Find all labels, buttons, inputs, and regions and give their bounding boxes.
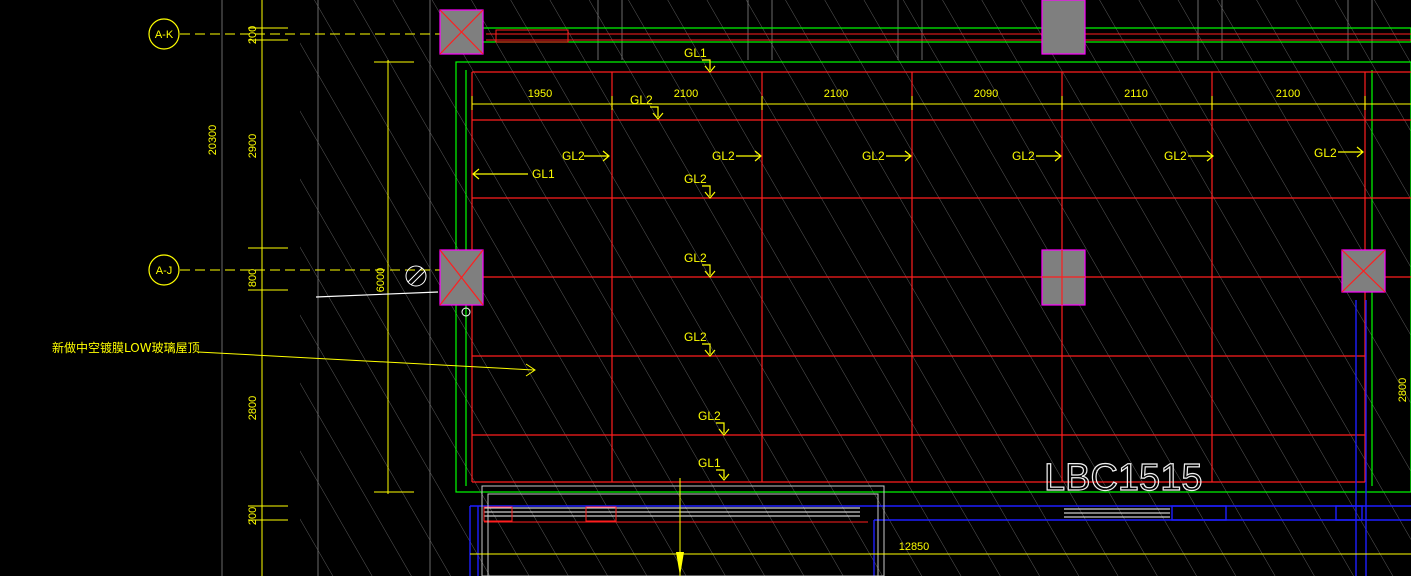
- column-ak-mid: [1041, 0, 1086, 55]
- hdim-6: 2100: [1276, 88, 1300, 100]
- column-ak-left: [439, 9, 484, 55]
- axis-label-ak: A-K: [155, 29, 174, 41]
- section-marker: [315, 265, 471, 317]
- svg-text:GL1: GL1: [698, 456, 721, 470]
- gl2-top: GL2: [630, 93, 664, 120]
- gl2-mid-3: GL2: [684, 330, 716, 357]
- gl2-mid-2: GL2: [684, 251, 716, 278]
- gl2-row-2: GL2: [712, 149, 762, 163]
- dim-2800: 2800: [247, 396, 259, 420]
- svg-text:GL2: GL2: [562, 149, 585, 163]
- roof-note-text: 新做中空镀膜LOW玻璃屋顶: [52, 340, 200, 355]
- dim-200-bottom: 200: [247, 507, 259, 525]
- svg-text:GL2: GL2: [1164, 149, 1187, 163]
- gl2-row-3: GL2: [862, 149, 912, 163]
- gl2-mid-4: GL2: [698, 409, 730, 436]
- dim-200-top: 200: [247, 26, 259, 44]
- svg-text:GL2: GL2: [630, 93, 653, 107]
- dim-800: 800: [247, 269, 259, 287]
- axis-label-aj: A-J: [156, 265, 173, 277]
- bottom-dimension: [470, 478, 1411, 576]
- svg-text:GL2: GL2: [684, 172, 707, 186]
- gl1-bottom: GL1: [698, 456, 730, 481]
- hdim-5: 2110: [1124, 88, 1148, 100]
- column-aj-right: [1341, 249, 1386, 293]
- horizontal-dim-labels: 1950 2100 2100 2090 2110 2100: [528, 88, 1300, 100]
- hdim-3: 2100: [824, 88, 848, 100]
- gl2-row-5: GL2: [1164, 149, 1214, 163]
- bottom-red-frames: [483, 506, 868, 523]
- svg-text:GL2: GL2: [684, 251, 707, 265]
- gl2-row-4: GL2: [1012, 149, 1062, 163]
- hdim-4: 2090: [974, 88, 998, 100]
- vertical-dim-labels: 200 20300 2900 800 6000 2800 200 2800: [207, 26, 1409, 525]
- gl2-row-1: GL2: [562, 149, 610, 163]
- hdim-1: 1950: [528, 88, 552, 100]
- gl2-mid-1: GL2: [684, 172, 716, 199]
- column-aj-mid: [1041, 249, 1086, 306]
- vertical-dimension-lines: [248, 0, 414, 576]
- columns: [439, 0, 1386, 306]
- axis-bubble-aj: A-J: [148, 254, 440, 286]
- axis-bubble-ak: A-K: [148, 18, 440, 50]
- window-tag: LBC1515: [1044, 457, 1202, 499]
- reference-lines: [221, 0, 1373, 576]
- hdim-2: 2100: [674, 88, 698, 100]
- roof-note: 新做中空镀膜LOW玻璃屋顶: [52, 340, 536, 377]
- bottom-window-band: [484, 507, 1170, 518]
- gl1-left: GL1: [472, 167, 555, 181]
- svg-text:GL2: GL2: [684, 330, 707, 344]
- gl2-row-6: GL2: [1314, 146, 1364, 160]
- svg-text:GL2: GL2: [698, 409, 721, 423]
- svg-text:GL2: GL2: [1012, 149, 1035, 163]
- red-grid: [471, 71, 1411, 483]
- bottom-white-frame: [481, 485, 885, 576]
- svg-text:GL1: GL1: [532, 167, 555, 181]
- dim-20300: 20300: [207, 125, 219, 156]
- dim-2900: 2900: [247, 134, 259, 158]
- dim-12850: 12850: [899, 541, 930, 553]
- svg-text:GL2: GL2: [862, 149, 885, 163]
- dim-2800-right: 2800: [1397, 378, 1409, 402]
- gl1-top: GL1: [684, 46, 716, 73]
- svg-text:GL2: GL2: [712, 149, 735, 163]
- column-aj-left: [439, 249, 484, 306]
- hatch-region: [300, 0, 1411, 576]
- dim-6000: 6000: [375, 268, 387, 292]
- beam-labels: GL1 GL2 GL1 GL2 GL2 GL2 GL2 GL2: [472, 46, 1364, 481]
- blue-lines: [469, 300, 1411, 576]
- horizontal-dimension-strip: [471, 96, 1411, 110]
- svg-text:GL1: GL1: [684, 46, 707, 60]
- top-beam-band: [486, 29, 1411, 43]
- svg-text:GL2: GL2: [1314, 146, 1337, 160]
